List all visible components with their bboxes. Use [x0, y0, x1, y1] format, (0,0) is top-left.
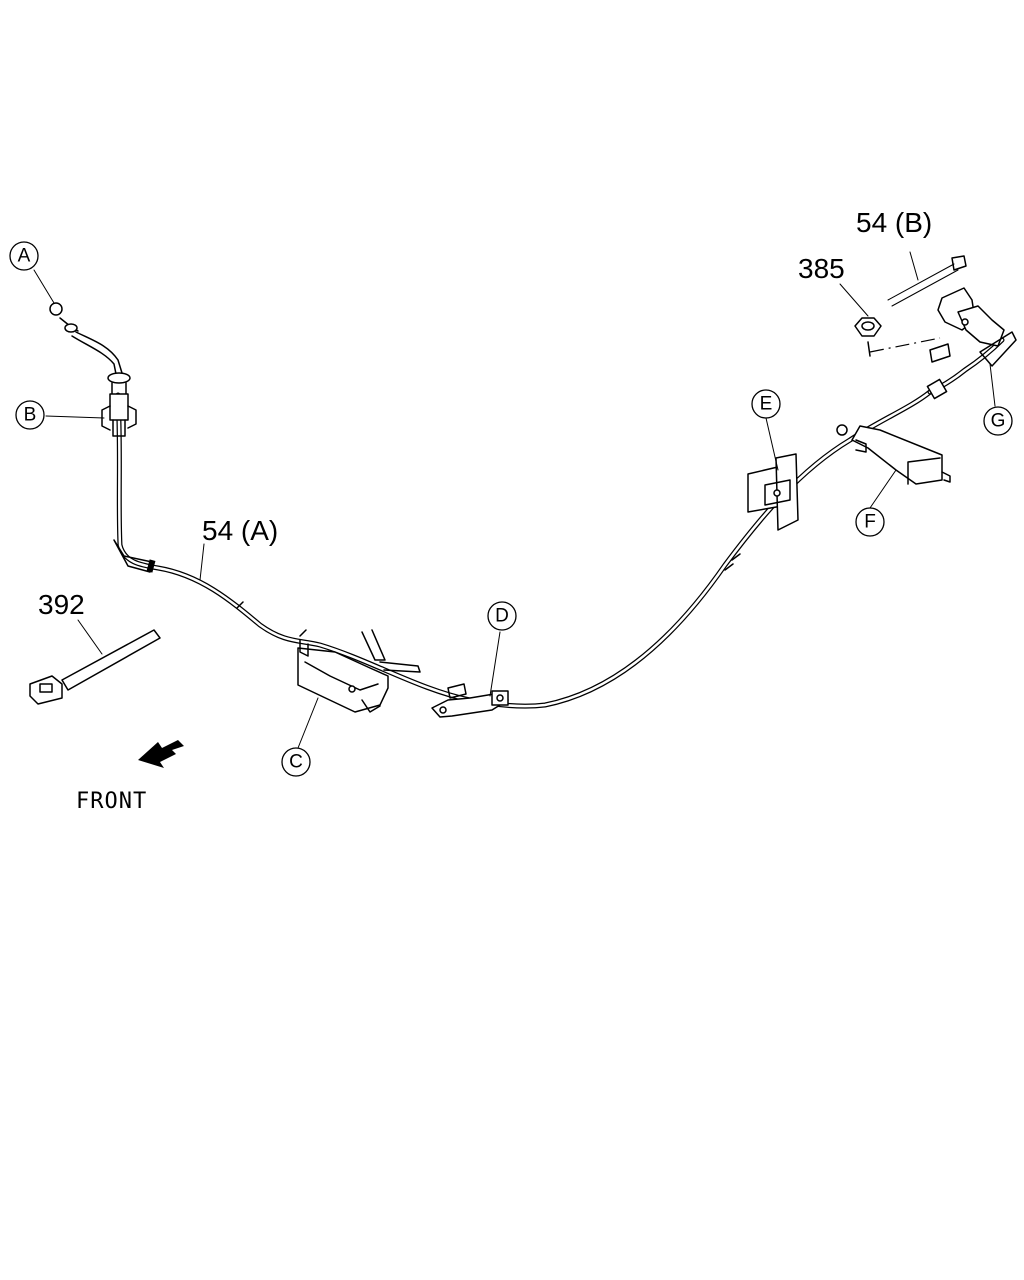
front-arrow-icon [138, 740, 184, 768]
callout-g: G [983, 406, 1013, 436]
callout-e-label: E [760, 394, 773, 415]
callout-a: A [9, 241, 39, 271]
callout-c-label: C [289, 752, 303, 773]
cable-end-a [49, 302, 131, 396]
callout-e: E [751, 389, 781, 419]
cable-54b-assembly [887, 255, 1017, 400]
part-label-54b: 54 (B) [856, 207, 932, 238]
nut-385 [854, 317, 951, 363]
part-label-392: 392 [38, 589, 85, 620]
cable-54a [113, 389, 933, 709]
callout-c: C [281, 747, 311, 777]
bracket-c [297, 629, 421, 713]
bracket-f [836, 424, 951, 485]
callout-f-label: F [864, 512, 876, 533]
front-label: FRONT [76, 789, 147, 814]
cable-tie-392 [29, 629, 161, 705]
part-label-385: 385 [798, 253, 845, 284]
bracket-e [747, 453, 799, 531]
callout-a-label: A [18, 246, 31, 267]
callout-f: F [855, 507, 885, 537]
bracket-d [431, 683, 509, 718]
callout-b: B [15, 400, 45, 430]
callout-g-label: G [991, 411, 1006, 432]
leader-lines [33, 251, 996, 749]
callout-b-label: B [24, 405, 37, 426]
callout-d-label: D [495, 606, 509, 627]
callout-d: D [487, 601, 517, 631]
part-label-54a: 54 (A) [202, 515, 278, 546]
clip-b [101, 393, 137, 437]
